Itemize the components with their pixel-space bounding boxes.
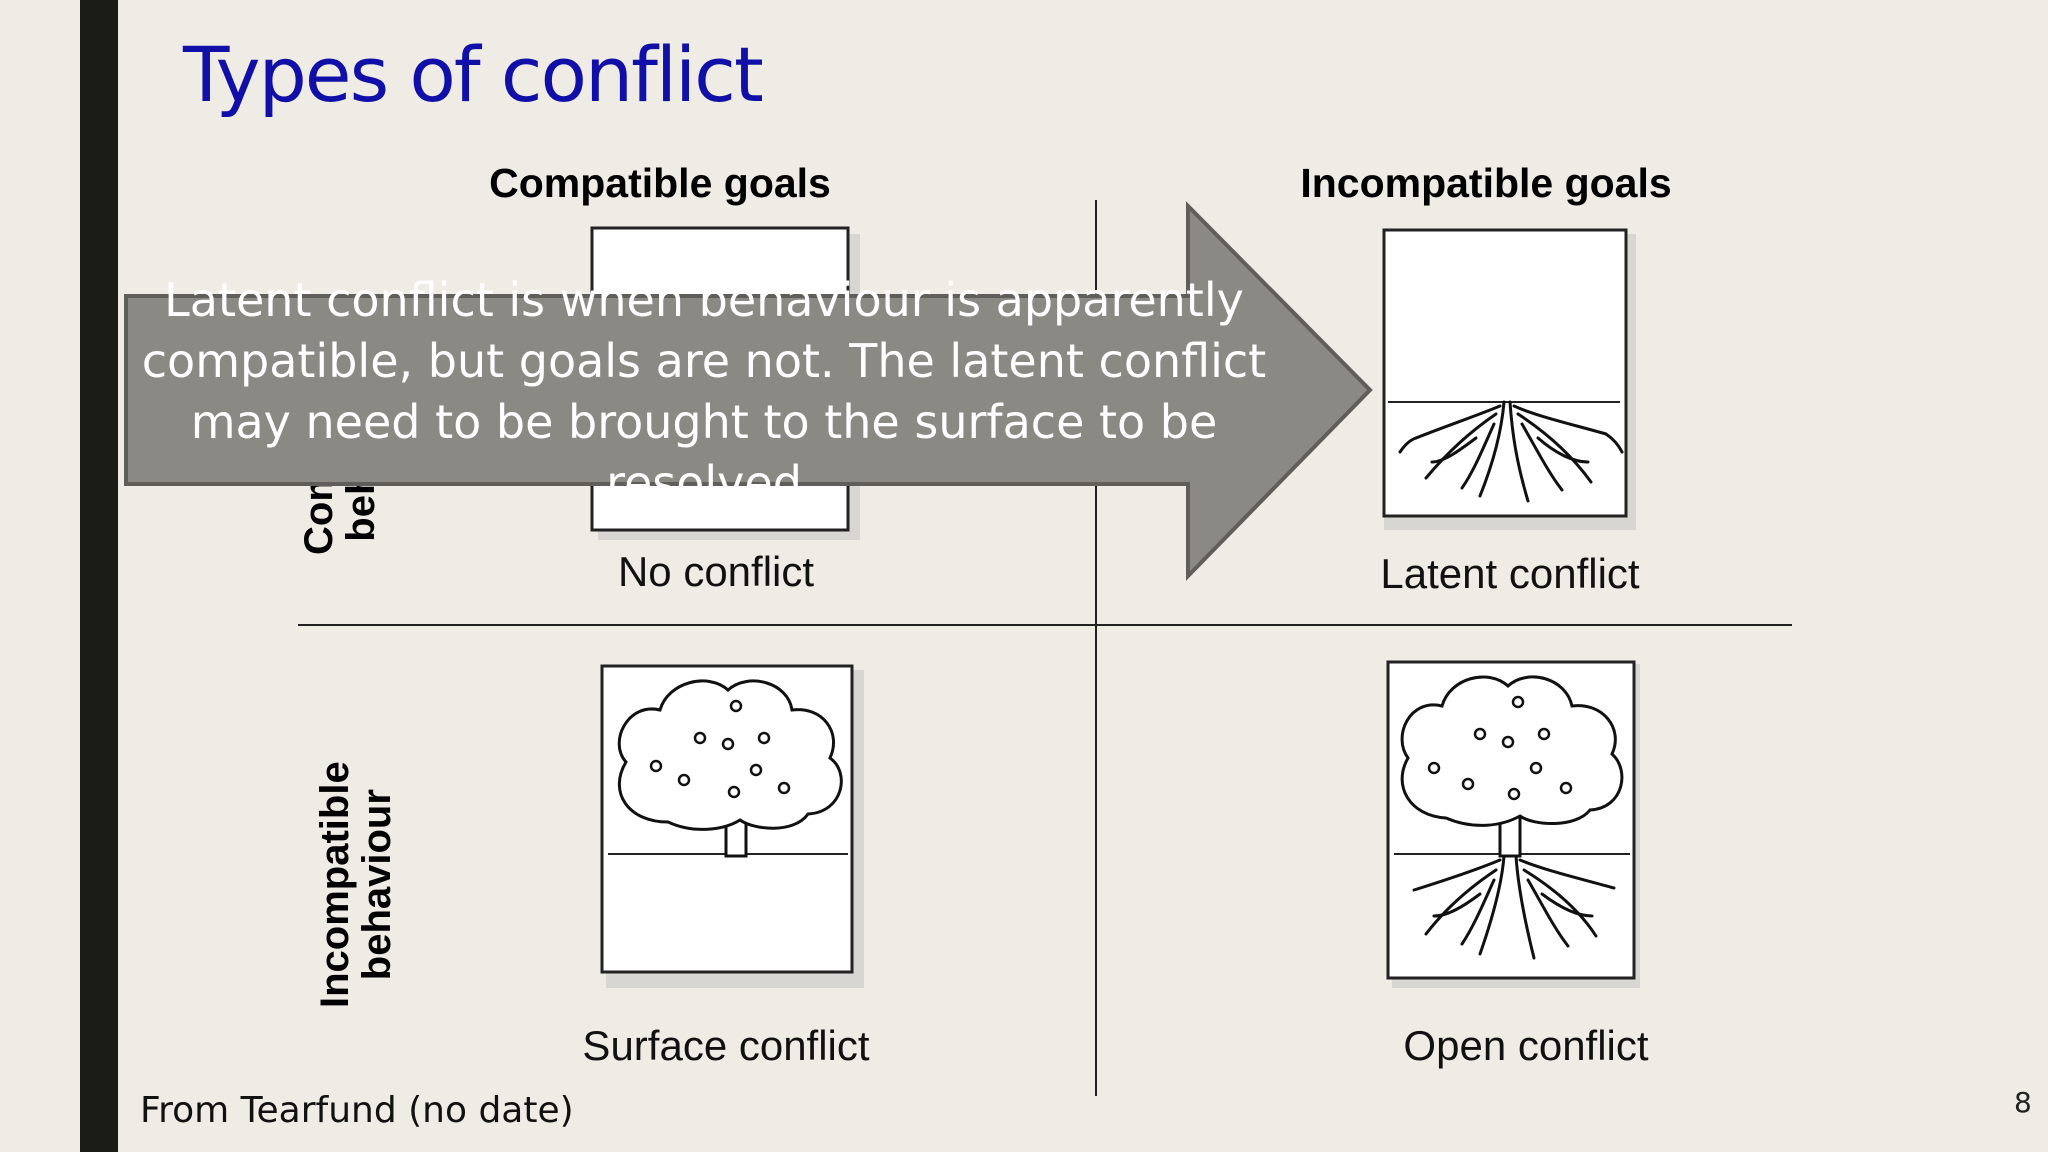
roots-icon bbox=[1412, 854, 1616, 960]
quadrant-horizontal-divider bbox=[298, 624, 1792, 626]
roots-icon bbox=[1398, 400, 1624, 503]
left-accent-bar bbox=[80, 0, 118, 1152]
page-number: 8 bbox=[2014, 1086, 2032, 1119]
open-conflict-image bbox=[1384, 658, 1640, 988]
callout-arrow bbox=[120, 198, 1380, 595]
cell-caption-no-conflict: No conflict bbox=[617, 548, 815, 595]
slide-title: Types of conflict bbox=[183, 30, 764, 119]
quadrant-vertical-divider bbox=[1095, 200, 1097, 1096]
surface-conflict-image bbox=[598, 662, 864, 988]
latent-conflict-image bbox=[1376, 226, 1636, 530]
row-header-incompatible-behaviour: Incompatible behaviour bbox=[313, 761, 399, 1008]
fruit-icon bbox=[1427, 695, 1573, 801]
column-header-compatible-goals: Compatible goals bbox=[489, 160, 831, 206]
callout-text: Latent conflict is when behaviour is app… bbox=[141, 273, 1267, 488]
column-header-incompatible-goals: Incompatible goals bbox=[1300, 160, 1672, 206]
row-header-line: Incompatible bbox=[313, 761, 357, 1008]
row-header-line: behaviour bbox=[355, 789, 399, 981]
cell-caption-latent-conflict: Latent conflict bbox=[1380, 550, 1640, 597]
fruit-icon bbox=[649, 699, 791, 799]
cell-caption-surface-conflict: Surface conflict bbox=[582, 1022, 870, 1069]
cell-caption-open-conflict: Open conflict bbox=[1403, 1022, 1649, 1069]
source-citation: From Tearfund (no date) bbox=[140, 1090, 574, 1131]
